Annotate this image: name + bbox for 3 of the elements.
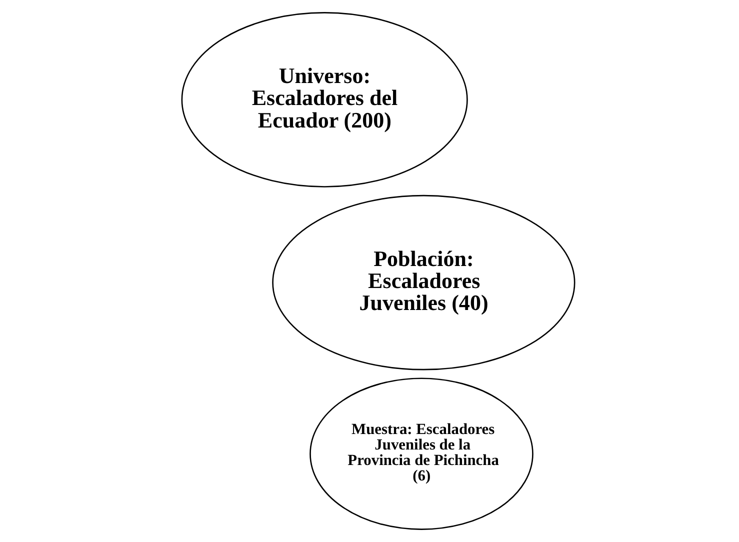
node-ellipse: Población: Escaladores Juveniles (40) bbox=[272, 194, 575, 370]
node-ellipse: Muestra: Escaladores Juveniles de la Provincia de Pichincha (6) bbox=[309, 378, 533, 530]
node-ellipse: Universo: Escaladores del Ecuador (200) bbox=[180, 12, 468, 188]
